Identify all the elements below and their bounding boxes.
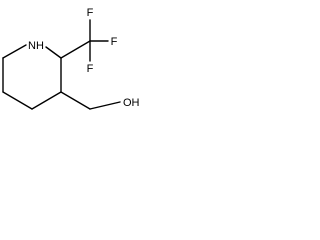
atom-label-h: H xyxy=(36,40,44,52)
bond-c2-cf3 xyxy=(60,40,91,59)
bond-c3-c4 xyxy=(31,91,62,110)
bond-ch2-o xyxy=(89,101,121,110)
atom-label-f-bottom: F xyxy=(87,63,94,75)
chemical-structure: N H F F F OH xyxy=(2,7,140,110)
bond-n-c2 xyxy=(45,46,62,59)
trifluoromethyl-group xyxy=(60,19,109,62)
piperidine-ring xyxy=(2,44,62,110)
atom-label-n: N xyxy=(28,40,36,52)
atom-label-f-top: F xyxy=(87,7,94,19)
bond-c4-c5 xyxy=(2,91,33,110)
hydroxymethyl-group xyxy=(60,91,121,110)
bond-c6-n xyxy=(2,44,27,59)
bond-c3-ch2 xyxy=(60,91,91,110)
atom-label-f-right: F xyxy=(111,36,118,48)
atom-label-oh: OH xyxy=(123,97,140,109)
